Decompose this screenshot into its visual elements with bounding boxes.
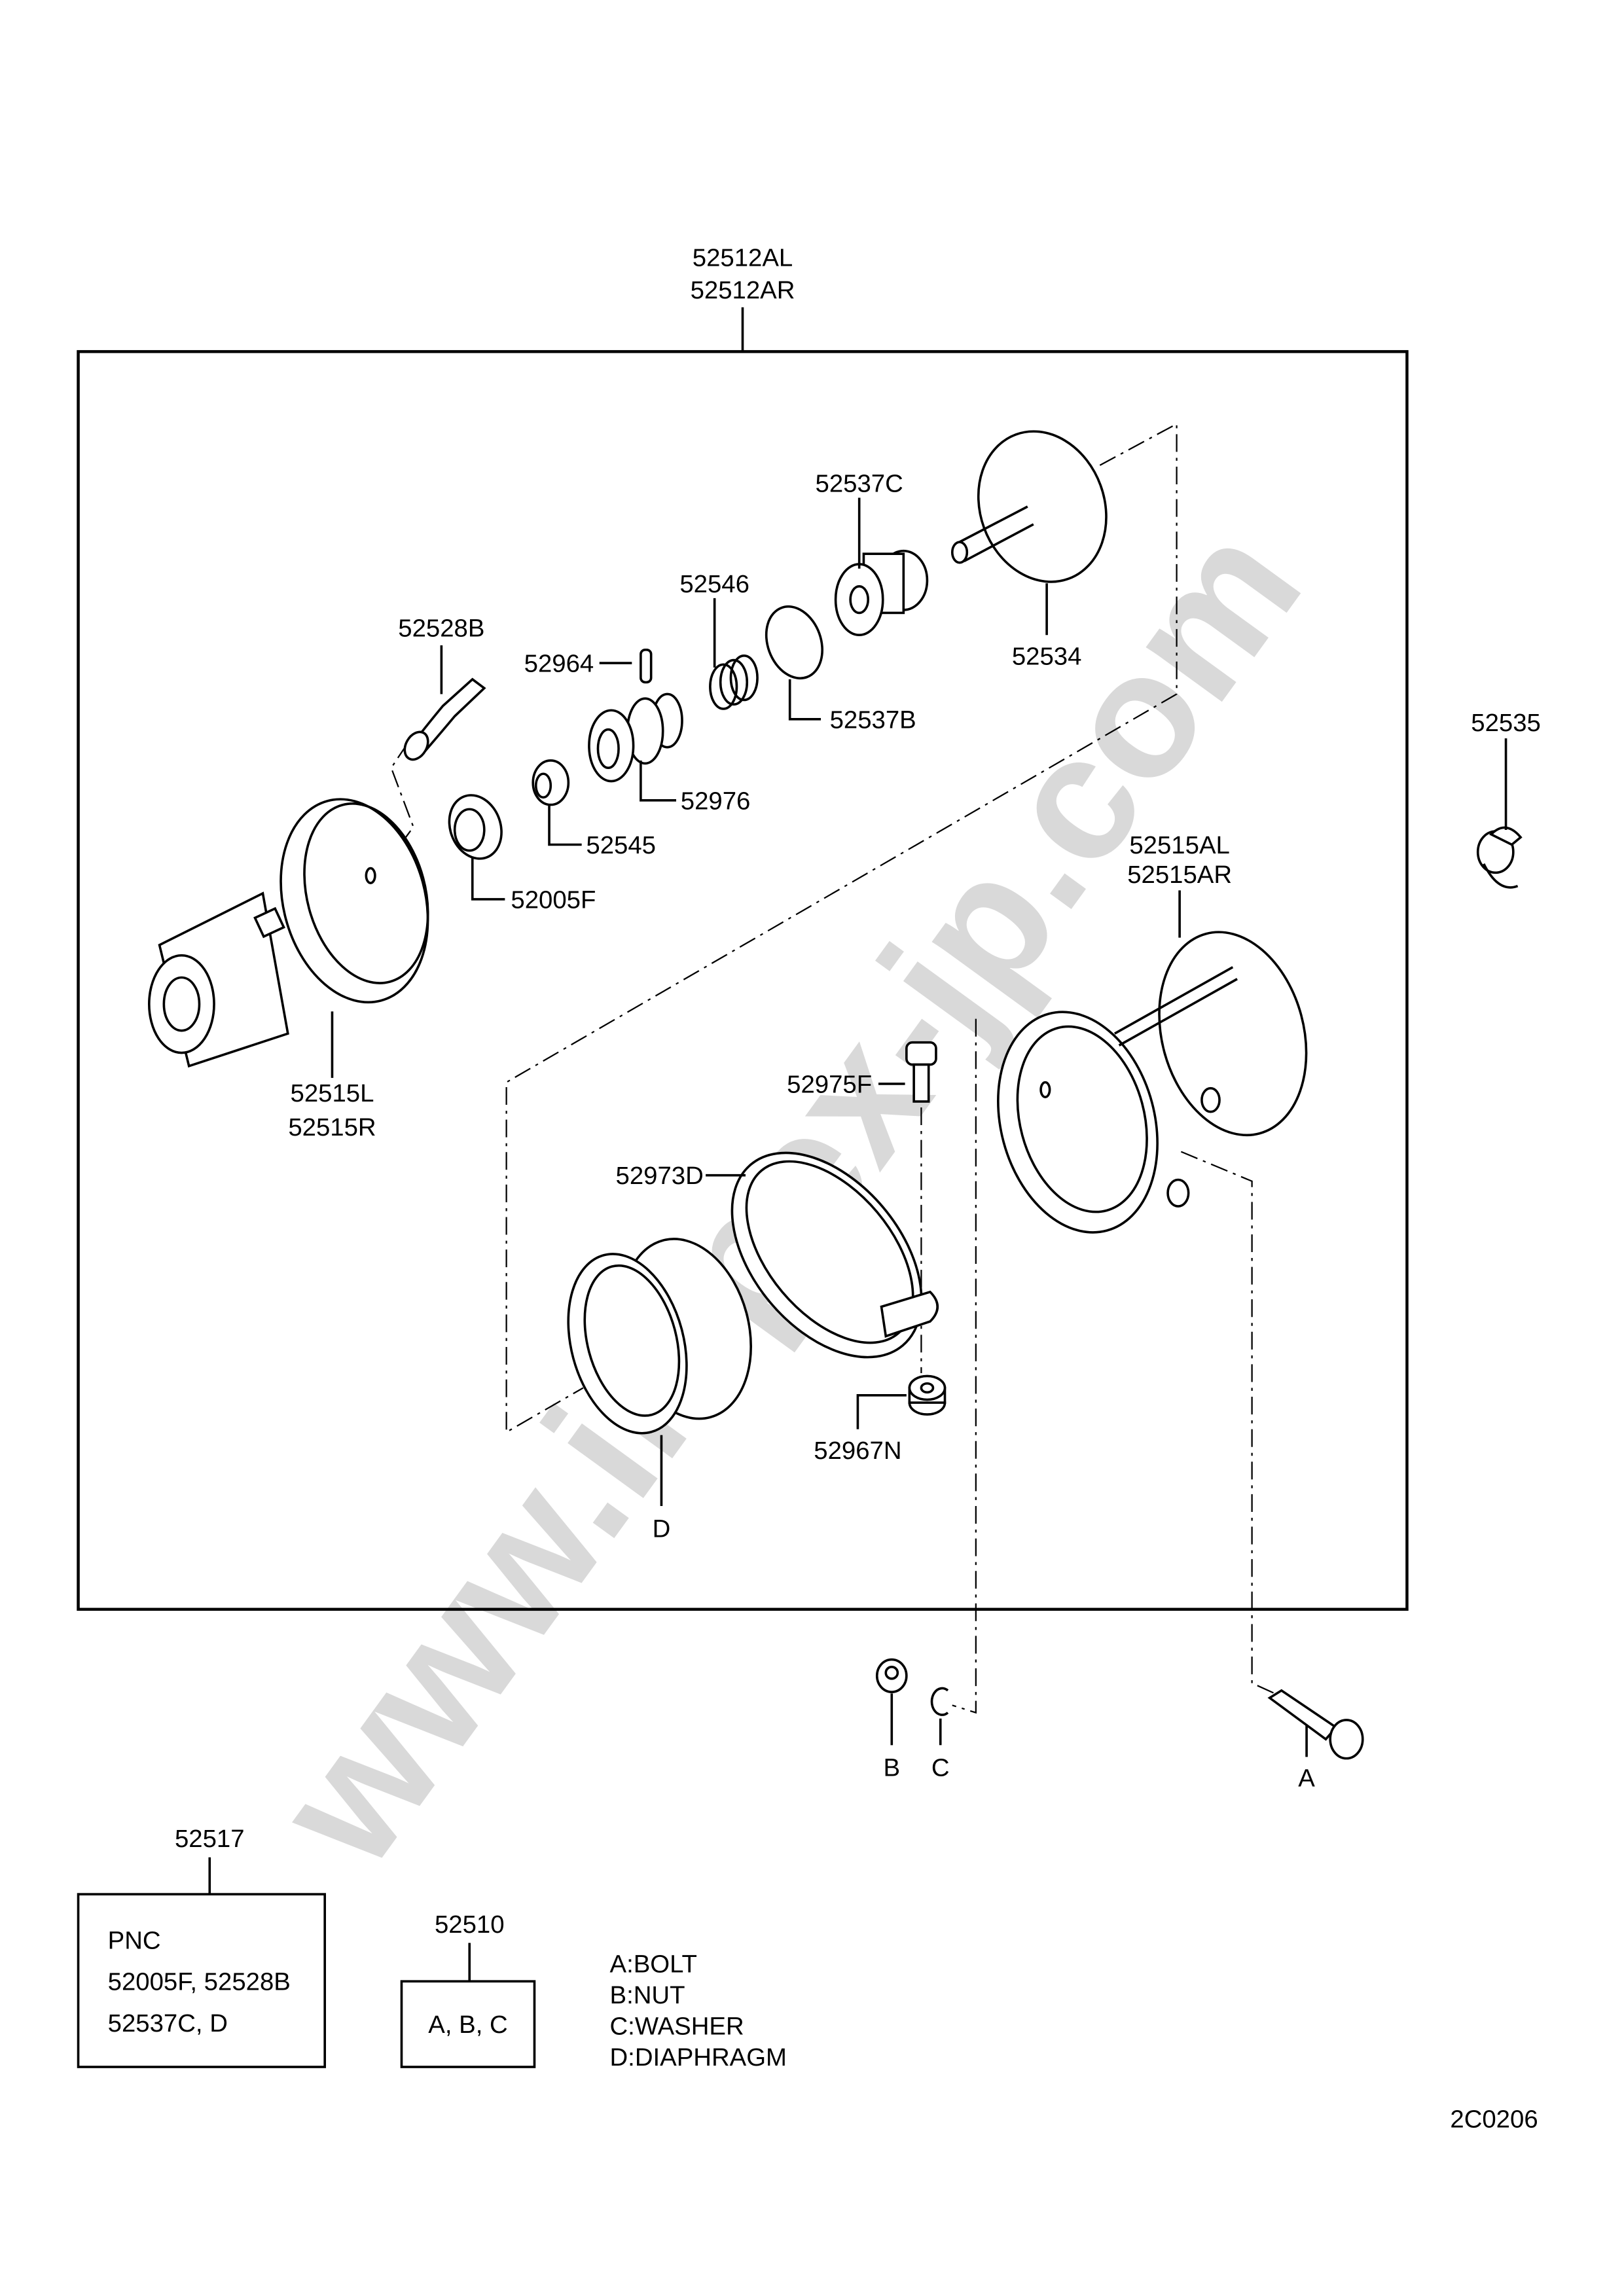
kit-52510-box [400, 1980, 536, 2068]
legend-item: D:DIAPHRAGM [610, 2043, 787, 2072]
part-52537B [765, 605, 823, 680]
legend-item: B:NUT [610, 1981, 685, 2009]
label-52537B: 52537B [830, 706, 916, 734]
kit-52510-number: 52510 [435, 1910, 505, 1939]
part-52964 [640, 648, 653, 684]
part-52967N [908, 1374, 947, 1416]
part-52535 [1476, 826, 1523, 889]
part-bolt-A [1267, 1689, 1364, 1760]
assembly-frame [77, 350, 1409, 1611]
label-D: D [653, 1515, 671, 1543]
part-52528B [403, 677, 486, 761]
label-C: C [931, 1754, 950, 1782]
label-52528B: 52528B [398, 614, 484, 642]
alignment-line [952, 1018, 977, 1714]
label-52515AR: 52515AR [1127, 861, 1232, 889]
legend-item: A:BOLT [610, 1950, 697, 1979]
part-52515L [147, 798, 429, 1068]
diagram-code: 2C0206 [1450, 2105, 1538, 2133]
legend-item: C:WASHER [610, 2012, 744, 2040]
label-B: B [884, 1754, 901, 1782]
label-52975F: 52975F [787, 1070, 872, 1098]
label-52973D: 52973D [616, 1162, 704, 1190]
kit-52517-line: PNC [108, 1927, 161, 1955]
alignment-line [380, 745, 414, 872]
part-52545 [532, 759, 570, 806]
part-52515AL [997, 931, 1308, 1234]
part-diaphragm-D [567, 1238, 752, 1435]
label-52535: 52535 [1471, 709, 1541, 737]
part-52546 [709, 655, 759, 710]
label-A: A [1298, 1764, 1315, 1792]
part-52005F [448, 794, 503, 860]
label-52545: 52545 [586, 831, 656, 859]
alignment-line [505, 422, 1178, 1434]
part-52976 [588, 692, 683, 783]
kit-52517-box [77, 1893, 327, 2068]
kit-52517-line: 52005F, 52528B [108, 1968, 291, 1996]
part-washer-C [930, 1687, 949, 1716]
alignment-line [1180, 1151, 1285, 1699]
kit-52517-number: 52517 [175, 1825, 245, 1853]
label-52512AR: 52512AR [691, 276, 795, 304]
kit-52510-content: A, B, C [428, 2011, 507, 2039]
label-52534: 52534 [1012, 642, 1082, 670]
label-52515L: 52515L [291, 1079, 374, 1107]
part-52973D [731, 1151, 939, 1359]
part-nut-B [875, 1658, 908, 1693]
label-52976: 52976 [681, 787, 751, 815]
part-52534 [950, 430, 1108, 583]
label-52515AL: 52515AL [1129, 831, 1229, 859]
kit-52517-line: 52537C, D [108, 2009, 228, 2037]
part-52975F [905, 1041, 937, 1103]
label-52512AL: 52512AL [693, 243, 793, 272]
label-52515R: 52515R [288, 1113, 376, 1141]
label-52537C: 52537C [816, 469, 903, 497]
label-52005F: 52005F [511, 886, 596, 914]
label-52546: 52546 [679, 570, 749, 598]
label-52967N: 52967N [814, 1437, 901, 1465]
part-52537C [834, 549, 929, 637]
label-52964: 52964 [524, 650, 594, 678]
